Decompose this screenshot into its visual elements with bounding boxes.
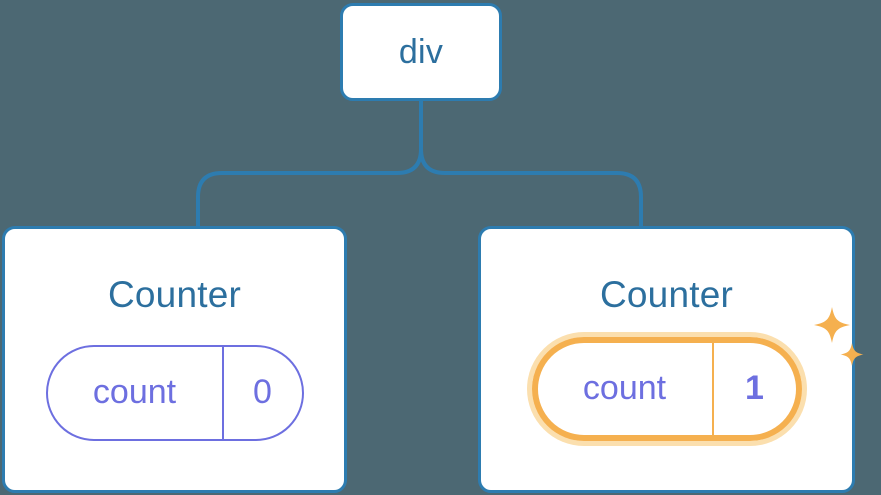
node-div[interactable]: div xyxy=(340,3,502,101)
state-pill-right[interactable]: count 1 xyxy=(531,337,802,441)
connector-branch-right xyxy=(419,147,643,228)
node-counter-left-label: Counter xyxy=(107,274,242,315)
node-div-label: div xyxy=(398,33,444,71)
sparkle-large-icon xyxy=(813,307,850,343)
state-pill-right-wrap: count 1 xyxy=(531,307,863,441)
state-value-left: 0 xyxy=(221,347,302,439)
state-key-right: count xyxy=(582,369,667,407)
state-key-left: count xyxy=(92,373,177,411)
connector-branch-left xyxy=(196,147,423,228)
state-pill-left-wrap: count 0 xyxy=(45,345,304,441)
sparkle-small-icon xyxy=(840,343,863,366)
node-counter-right[interactable]: Counter count 1 xyxy=(478,226,863,493)
sparkle-icon xyxy=(813,307,863,366)
node-counter-left[interactable]: Counter count 0 xyxy=(2,226,347,493)
state-pill-left[interactable]: count 0 xyxy=(45,345,304,441)
node-counter-right-label: Counter xyxy=(599,274,734,315)
state-value-right: 1 xyxy=(711,343,796,435)
